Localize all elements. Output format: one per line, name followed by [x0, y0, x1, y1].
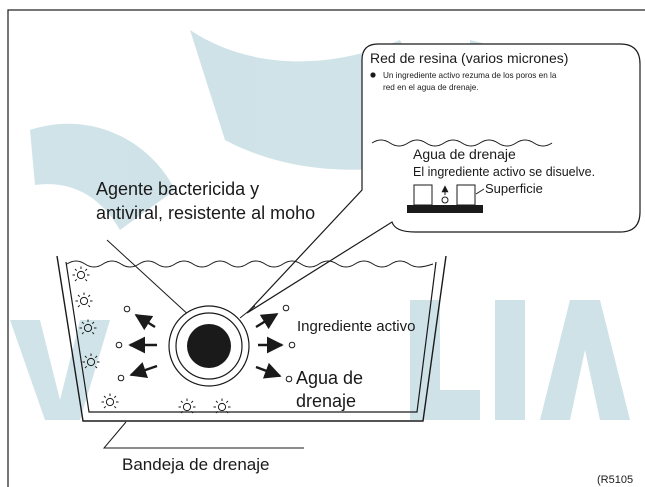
sparkle-bubble-icon: [101, 393, 119, 409]
sparkle-bubble-icon: [72, 266, 90, 282]
callout-title: Red de resina (varios micrones): [370, 50, 568, 66]
ingredient-label: Ingrediente activo: [297, 318, 415, 335]
outward-arrow-icon: [255, 312, 279, 330]
agent-to-callout-leader: [239, 305, 256, 319]
agent-leader: [106, 239, 193, 319]
ingredient-particle-icon: [285, 375, 293, 383]
tray-outer-wall: [56, 255, 447, 422]
outer-frame: [7, 9, 645, 487]
callout-bullet-line1: Un ingrediente activo rezuma de los poro…: [383, 71, 557, 80]
ingredient-particle-icon: [123, 305, 131, 313]
ingredient-particle-icon: [282, 304, 290, 312]
outward-arrow-icon: [255, 362, 282, 379]
agent-label-line2: antiviral, resistente al moho: [96, 203, 315, 223]
drain-water-label-line2: drenaje: [296, 391, 356, 411]
pore-block-icon: [456, 184, 476, 206]
callout-dissolve-label: El ingrediente activo se disuelve.: [413, 165, 595, 179]
agent-core: [187, 324, 231, 368]
sparkle-bubble-icon: [75, 292, 93, 308]
callout-water-label: Agua de drenaje: [413, 146, 516, 162]
tray-label: Bandeja de drenaje: [122, 455, 269, 474]
outward-arrow-icon: [129, 362, 158, 378]
ingredient-particle-icon: [441, 196, 449, 204]
resin-base: [407, 205, 483, 213]
tray-inner-wall: [65, 261, 437, 413]
outward-arrows: [115, 304, 296, 383]
ingredient-particle-icon: [115, 341, 123, 349]
tray-water-surface: [66, 260, 434, 268]
outward-arrow-icon: [134, 313, 156, 331]
agent-label-line1: Agente bactericida y: [96, 179, 259, 199]
callout-outline: [246, 43, 641, 314]
callout-water-line: [371, 139, 553, 147]
bactericide-agent: [168, 305, 250, 387]
drain-water-label-line1: Agua de: [296, 368, 363, 388]
callout-bullet-line2: red en el agua de drenaje.: [383, 83, 479, 92]
callout-surface-label: Superficie: [485, 181, 543, 196]
ingredient-particle-icon: [288, 341, 296, 349]
surface-leader: [475, 188, 485, 195]
drain-tray: [56, 255, 447, 422]
sparkle-bubble-icon: [213, 398, 231, 414]
pore-block-icon: [413, 184, 433, 206]
tray-label-leader: [102, 421, 304, 449]
bullet-dot: [370, 72, 376, 78]
ingredient-particle-icon: [117, 374, 125, 382]
sparkle-bubble-icon: [178, 398, 196, 414]
reference-code: (R5105: [597, 474, 633, 486]
resin-callout: [246, 43, 641, 314]
